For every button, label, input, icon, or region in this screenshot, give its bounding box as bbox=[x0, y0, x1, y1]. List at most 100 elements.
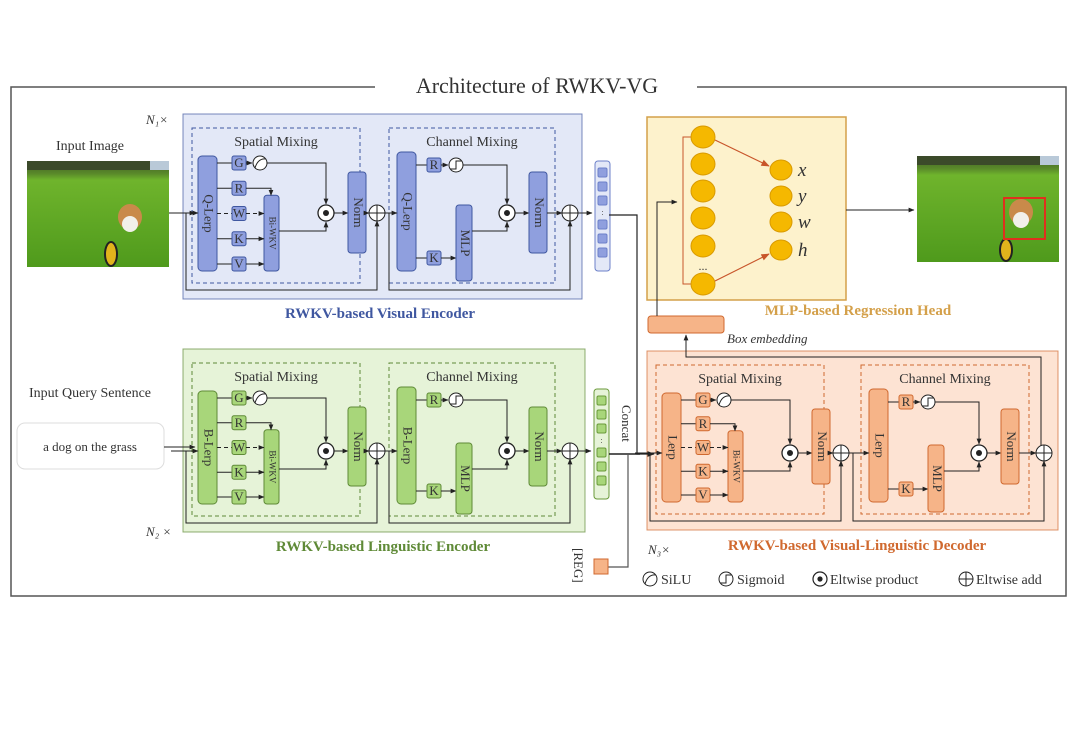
mlp-label: MLP bbox=[458, 465, 473, 492]
input-query-label: Input Query Sentence bbox=[29, 386, 151, 401]
gate-label: G bbox=[698, 392, 707, 407]
hidden-node bbox=[690, 125, 716, 149]
regression-head-title: MLP-based Regression Head bbox=[765, 303, 952, 319]
token bbox=[596, 423, 607, 434]
eltwise-add-icon bbox=[832, 444, 850, 462]
mlp-block bbox=[455, 204, 473, 282]
gate-label: W bbox=[697, 440, 710, 455]
sigmoid-icon bbox=[718, 571, 734, 587]
concat-label: Concat bbox=[619, 405, 634, 442]
hidden-node bbox=[690, 206, 716, 230]
outer-frame bbox=[10, 86, 1067, 597]
token-ellipsis: : bbox=[600, 436, 602, 445]
channel-mixing-title: Channel Mixing bbox=[899, 372, 990, 387]
token bbox=[596, 409, 607, 420]
legend-label: Eltwise add bbox=[976, 573, 1042, 588]
eltwise-product-icon bbox=[970, 444, 988, 462]
channel-lerp-label: Q-Lerp bbox=[401, 192, 416, 230]
spatial-lerp-label: Q-Lerp bbox=[202, 194, 217, 232]
product-dot bbox=[976, 450, 982, 456]
gate-label: R bbox=[699, 416, 708, 431]
head-arrow-bottom bbox=[714, 253, 770, 282]
spatial-mixing-frame bbox=[191, 362, 361, 517]
gate-label: K bbox=[234, 464, 244, 479]
output-label-w: w bbox=[798, 212, 811, 233]
linguistic-encoder: Spatial MixingB-LerpBi-WKVGRWKVNormChann… bbox=[164, 348, 592, 533]
silu-to-product bbox=[267, 162, 329, 205]
visual-encoder-repeat: N₁× bbox=[145, 112, 168, 127]
block-frame bbox=[182, 348, 586, 533]
hidden-node bbox=[690, 179, 716, 203]
product-dot bbox=[323, 448, 329, 454]
product-dot bbox=[787, 450, 793, 456]
eltwise-add-icon bbox=[368, 204, 386, 222]
channel-residual bbox=[388, 213, 573, 291]
predicted-bounding-box bbox=[1003, 197, 1046, 240]
sigmoid-curve bbox=[450, 160, 462, 170]
token bbox=[597, 181, 608, 192]
eltwise-add-icon bbox=[368, 442, 386, 460]
spatial-mixing-title: Spatial Mixing bbox=[698, 372, 782, 387]
silu-curve bbox=[718, 395, 731, 406]
bi-wkv-label: Bi-WKV bbox=[267, 217, 277, 250]
spatial-norm-label: Norm bbox=[351, 197, 366, 227]
mlp-block bbox=[455, 442, 473, 515]
visual-linguistic-decoder: Spatial MixingLerpBi-WKVGRWKVNormChannel… bbox=[635, 350, 1059, 531]
mlp-to-product bbox=[472, 459, 510, 470]
eltwise-product-icon bbox=[317, 442, 335, 460]
channel-norm bbox=[1000, 408, 1020, 485]
legend-item-eltwise-product: Eltwise product bbox=[812, 571, 918, 588]
reg-token bbox=[593, 558, 609, 575]
token bbox=[597, 247, 608, 258]
gate-label: R bbox=[902, 394, 911, 409]
sigmoid-icon bbox=[448, 392, 464, 408]
gate-label: K bbox=[234, 231, 244, 246]
r-to-wkv bbox=[246, 422, 274, 431]
token bbox=[597, 167, 608, 178]
spatial-lerp-label: Lerp bbox=[666, 435, 681, 460]
mlp-to-product bbox=[944, 461, 982, 472]
sigmoid-to-product bbox=[463, 164, 510, 205]
sigmoid-to-product bbox=[935, 401, 982, 445]
mlp-label: MLP bbox=[930, 465, 945, 492]
head-arrow-top bbox=[714, 139, 770, 167]
mlp-to-product bbox=[472, 221, 510, 232]
hidden-node-ellipsis: ... bbox=[699, 259, 708, 273]
linguistic-token-sequence: : bbox=[593, 388, 610, 500]
mlp-block bbox=[927, 444, 945, 513]
token bbox=[597, 219, 608, 230]
query-text: a dog on the grass bbox=[43, 439, 137, 454]
token bbox=[596, 447, 607, 458]
spatial-norm bbox=[811, 408, 831, 485]
token bbox=[597, 233, 608, 244]
eltwise-product-icon bbox=[498, 442, 516, 460]
hidden-node bbox=[690, 272, 716, 296]
silu-curve bbox=[254, 158, 267, 169]
output-node-x bbox=[769, 159, 793, 181]
bi-wkv-label: Bi-WKV bbox=[731, 450, 741, 483]
gate-label: V bbox=[698, 487, 708, 502]
gate-label: K bbox=[698, 463, 708, 478]
spatial-residual bbox=[649, 453, 844, 522]
eltwise-product-icon bbox=[781, 444, 799, 462]
silu-to-product bbox=[731, 399, 793, 445]
gate-label: K bbox=[901, 481, 911, 496]
spatial-norm-label: Norm bbox=[815, 431, 830, 461]
reg-token-label: [REG] bbox=[571, 548, 586, 583]
sigmoid-icon bbox=[920, 394, 936, 410]
block-frame bbox=[182, 113, 583, 300]
eltwise-add-icon bbox=[561, 442, 579, 460]
visual-token-sequence: : bbox=[594, 160, 611, 272]
spatial-residual bbox=[185, 451, 380, 524]
r-to-wkv bbox=[246, 187, 274, 196]
product-dot bbox=[504, 210, 510, 216]
silu-icon bbox=[252, 155, 268, 171]
spatial-norm-label: Norm bbox=[351, 431, 366, 461]
channel-norm-label: Norm bbox=[1004, 431, 1019, 461]
gate-label: V bbox=[234, 256, 244, 271]
sigmoid-to-product bbox=[463, 399, 510, 443]
spatial-mixing-frame bbox=[655, 364, 825, 515]
eltwise-product-icon bbox=[498, 204, 516, 222]
hidden-node bbox=[690, 152, 716, 176]
linguistic-encoder-repeat: N₂ × bbox=[145, 524, 171, 539]
